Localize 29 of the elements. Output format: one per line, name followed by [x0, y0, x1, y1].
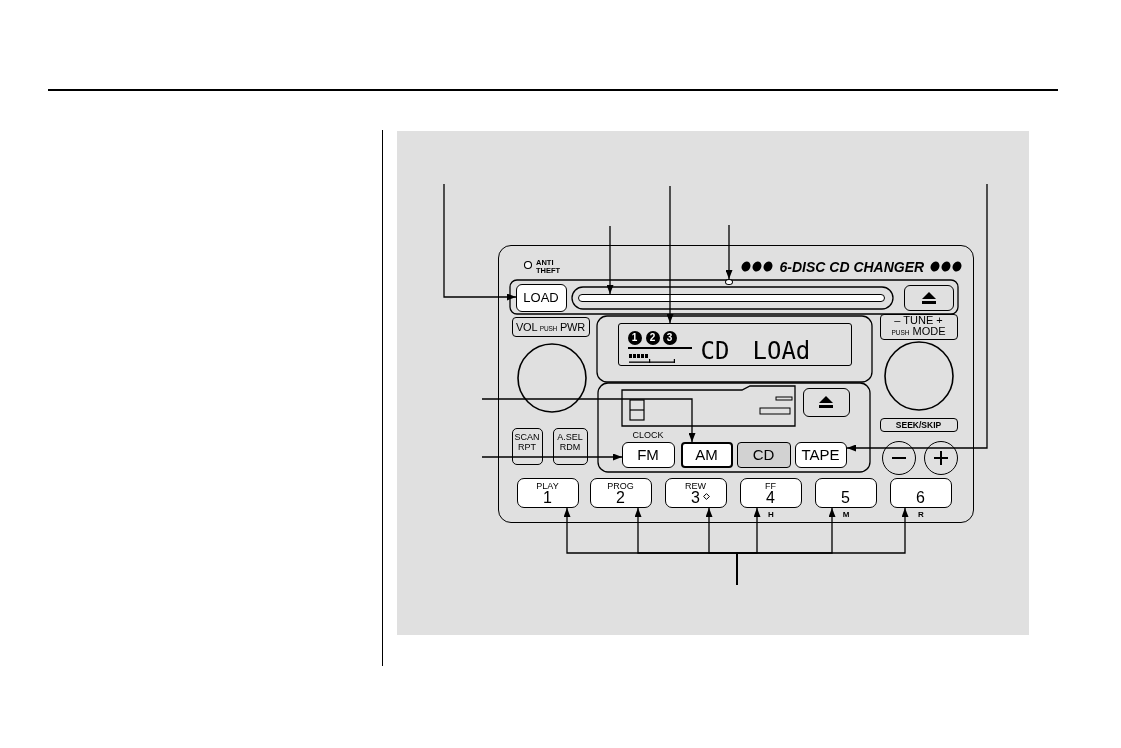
display-readout: CD: [700, 338, 730, 363]
preset-button: PROG 2: [589, 477, 652, 508]
select-button: A.SEL RDM: [552, 427, 588, 465]
eject-button: [802, 387, 850, 417]
radio-faceplate: [498, 245, 974, 523]
eject-button: [903, 284, 954, 311]
leader-line: [606, 225, 614, 295]
preset-button: REW 3: [664, 477, 727, 508]
leader-line: [725, 224, 733, 280]
display-readout: LOAd: [752, 338, 811, 363]
leader-line: [666, 185, 674, 324]
preset-button: FF 4: [739, 477, 802, 508]
preset-button: 6: [889, 477, 952, 508]
lcd-display: [617, 322, 852, 366]
preset-button: PLAY 1: [516, 477, 579, 508]
scan-button: SCAN RPT: [511, 427, 543, 465]
preset-button: 5: [814, 477, 877, 508]
button-caption: H: [767, 510, 775, 519]
leader-line: [481, 398, 696, 443]
button-caption: M: [841, 510, 851, 519]
button-caption: R: [917, 510, 925, 519]
seek-label-plate: SEEK/SKIP: [879, 417, 958, 432]
faceplate-title: 6-DISC CD CHANGER: [779, 258, 925, 275]
disc-slot: [577, 293, 885, 302]
leader-line: [443, 183, 517, 301]
leader-line: [481, 453, 623, 461]
button-caption: CLOCK: [631, 430, 665, 440]
leader-line: [846, 183, 988, 452]
indicator-light-icon: [724, 278, 733, 285]
